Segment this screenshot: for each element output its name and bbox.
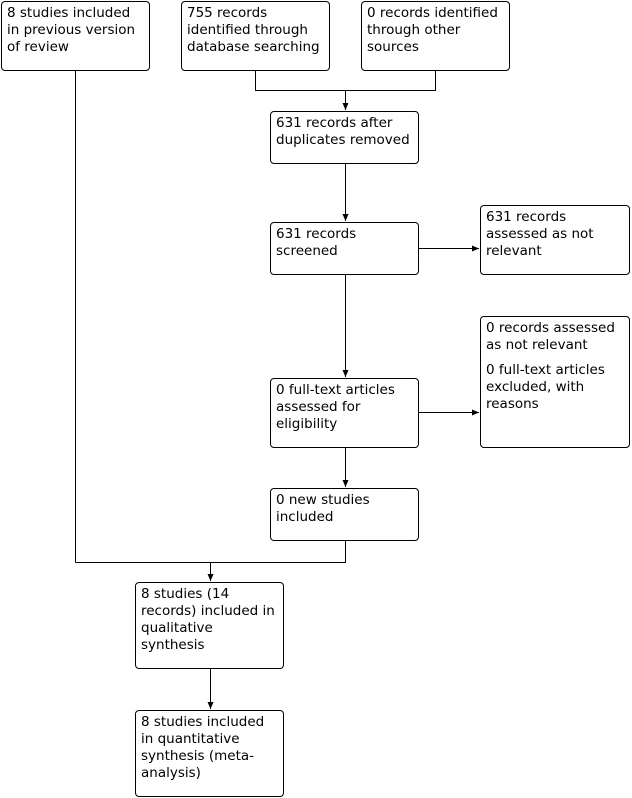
fulltext-assessed-box: 0 full-text articles assessed for eligib… xyxy=(270,378,419,448)
records-screened-box: 631 records screened xyxy=(270,222,419,275)
fulltext-excluded-box: 0 records assessed as not relevant 0 ful… xyxy=(480,316,630,448)
not-relevant-text: 631 records assessed as not relevant xyxy=(486,209,594,259)
fulltext-assessed-text: 0 full-text articles assessed for eligib… xyxy=(276,382,395,432)
connector-sources-merge xyxy=(255,71,436,91)
duplicates-removed-box: 631 records after duplicates removed xyxy=(270,111,419,164)
quantitative-synthesis-box: 8 studies included in quantitative synth… xyxy=(135,710,284,797)
previous-review-text: 8 studies included in previous version o… xyxy=(7,5,136,55)
duplicates-removed-text: 631 records after duplicates removed xyxy=(276,115,410,148)
new-studies-box: 0 new studies included xyxy=(270,488,419,541)
fulltext-excluded-text: 0 full-text articles excluded, with reas… xyxy=(486,362,605,412)
database-search-box: 755 records identified through database … xyxy=(181,1,330,71)
previous-review-box: 8 studies included in previous version o… xyxy=(1,1,150,71)
records-screened-text: 631 records screened xyxy=(276,226,357,259)
qualitative-synthesis-box: 8 studies (14 records) included in quali… xyxy=(135,582,284,669)
database-search-text: 755 records identified through database … xyxy=(187,5,320,55)
other-sources-text: 0 records identified through other sourc… xyxy=(367,5,498,55)
fulltext-not-relevant-text: 0 records assessed as not relevant xyxy=(486,320,615,353)
quantitative-synthesis-text: 8 studies included in quantitative synth… xyxy=(141,714,265,781)
not-relevant-box: 631 records assessed as not relevant xyxy=(480,205,630,275)
other-sources-box: 0 records identified through other sourc… xyxy=(361,1,510,71)
new-studies-text: 0 new studies included xyxy=(276,492,370,525)
connector-new-studies-merge xyxy=(75,541,346,563)
qualitative-synthesis-text: 8 studies (14 records) included in quali… xyxy=(141,586,275,653)
